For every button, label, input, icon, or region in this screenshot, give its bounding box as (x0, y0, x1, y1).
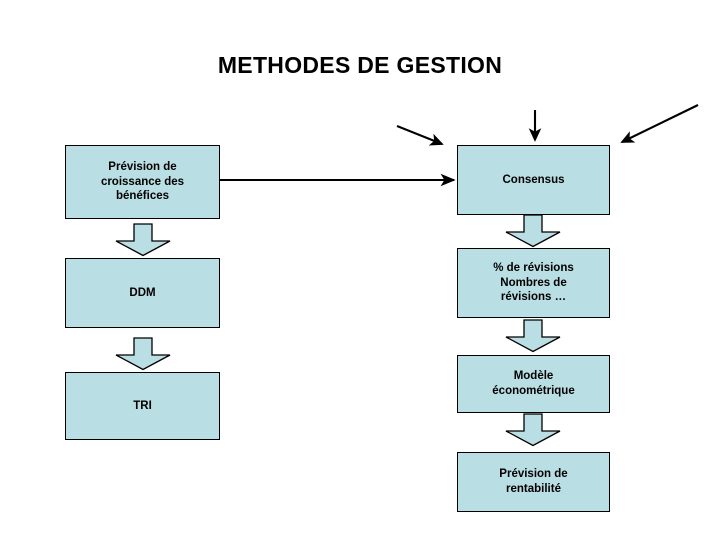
arrow-prevision-to-ddm (115, 223, 171, 257)
box-ddm[interactable]: DDM (65, 258, 220, 328)
box-label: Modèle économétrique (492, 370, 575, 397)
arrow-modele-to-prevision-rentabilite (505, 413, 561, 447)
page-title: METHODES DE GESTION (217, 52, 503, 78)
inbound-arrow-center (528, 110, 542, 142)
arrow-consensus-to-revisions (505, 214, 561, 248)
box-label: Prévision de croissance des bénéfices (100, 160, 185, 203)
box-label: Consensus (502, 173, 565, 186)
arrow-prevision-to-consensus (220, 173, 456, 187)
box-label: % de révisions Nombres de révisions … (493, 261, 574, 304)
inbound-arrow-left (396, 125, 444, 146)
arrow-ddm-to-tri (115, 337, 171, 371)
box-label: TRI (133, 399, 152, 412)
box-tri[interactable]: TRI (65, 372, 220, 440)
box-label: Prévision de rentabilité (499, 468, 568, 495)
box-prevision-rentabilite[interactable]: Prévision de rentabilité (457, 452, 610, 512)
box-consensus[interactable]: Consensus (457, 145, 610, 215)
arrow-revisions-to-modele (505, 319, 561, 353)
box-prevision-croissance-benefices[interactable]: Prévision de croissance des bénéfices (65, 145, 220, 219)
box-modele-econometrique[interactable]: Modèle économétrique (457, 355, 610, 413)
inbound-arrow-right (620, 104, 699, 143)
box-label: DDM (129, 286, 156, 299)
box-revisions[interactable]: % de révisions Nombres de révisions … (457, 248, 610, 318)
